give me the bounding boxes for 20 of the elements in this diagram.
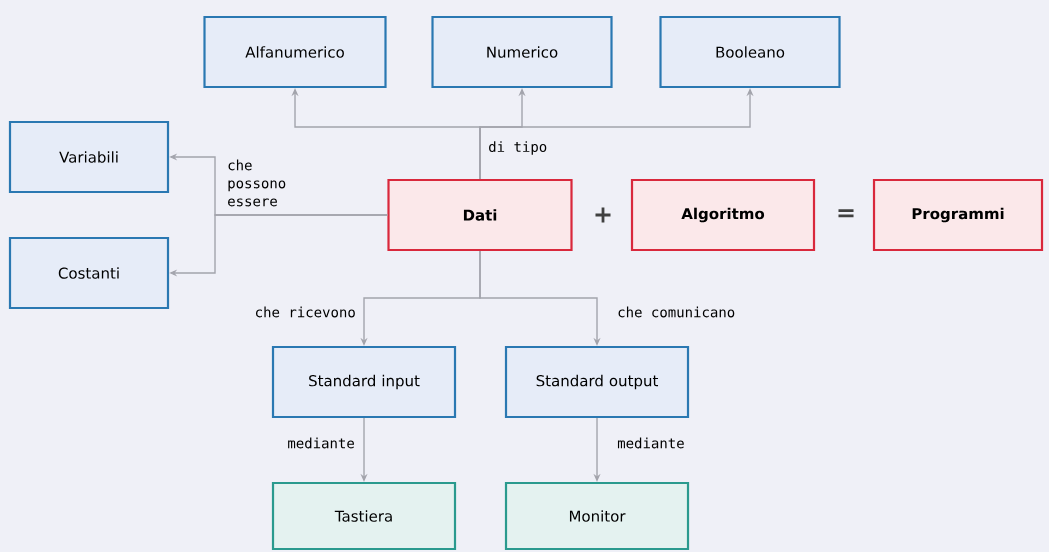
operator-sign: =	[838, 209, 854, 218]
concept-box: Programmi	[872, 178, 1044, 252]
concept-box: Standard input	[271, 345, 457, 419]
concept-box: Monitor	[504, 481, 690, 551]
concept-box: Variabili	[8, 120, 170, 194]
edge-label: mediante	[288, 437, 354, 449]
edge-label: che ricevono	[256, 306, 355, 318]
concept-box: Tastiera	[271, 481, 457, 551]
concept-box: Alfanumerico	[203, 15, 387, 89]
edge-label: mediante	[617, 437, 684, 449]
edge-label: di tipo	[489, 141, 547, 155]
concept-box: Dati	[387, 178, 573, 252]
concept-box: Algoritmo	[630, 178, 816, 252]
edge-label: che comunicano	[618, 306, 735, 318]
concept-box: Standard output	[504, 345, 690, 419]
concept-box: Booleano	[659, 15, 841, 89]
edge-label: che possono essere	[228, 159, 286, 207]
operator-sign: +	[595, 207, 611, 223]
concept-box: Numerico	[431, 15, 613, 89]
concept-box: Costanti	[8, 236, 170, 310]
